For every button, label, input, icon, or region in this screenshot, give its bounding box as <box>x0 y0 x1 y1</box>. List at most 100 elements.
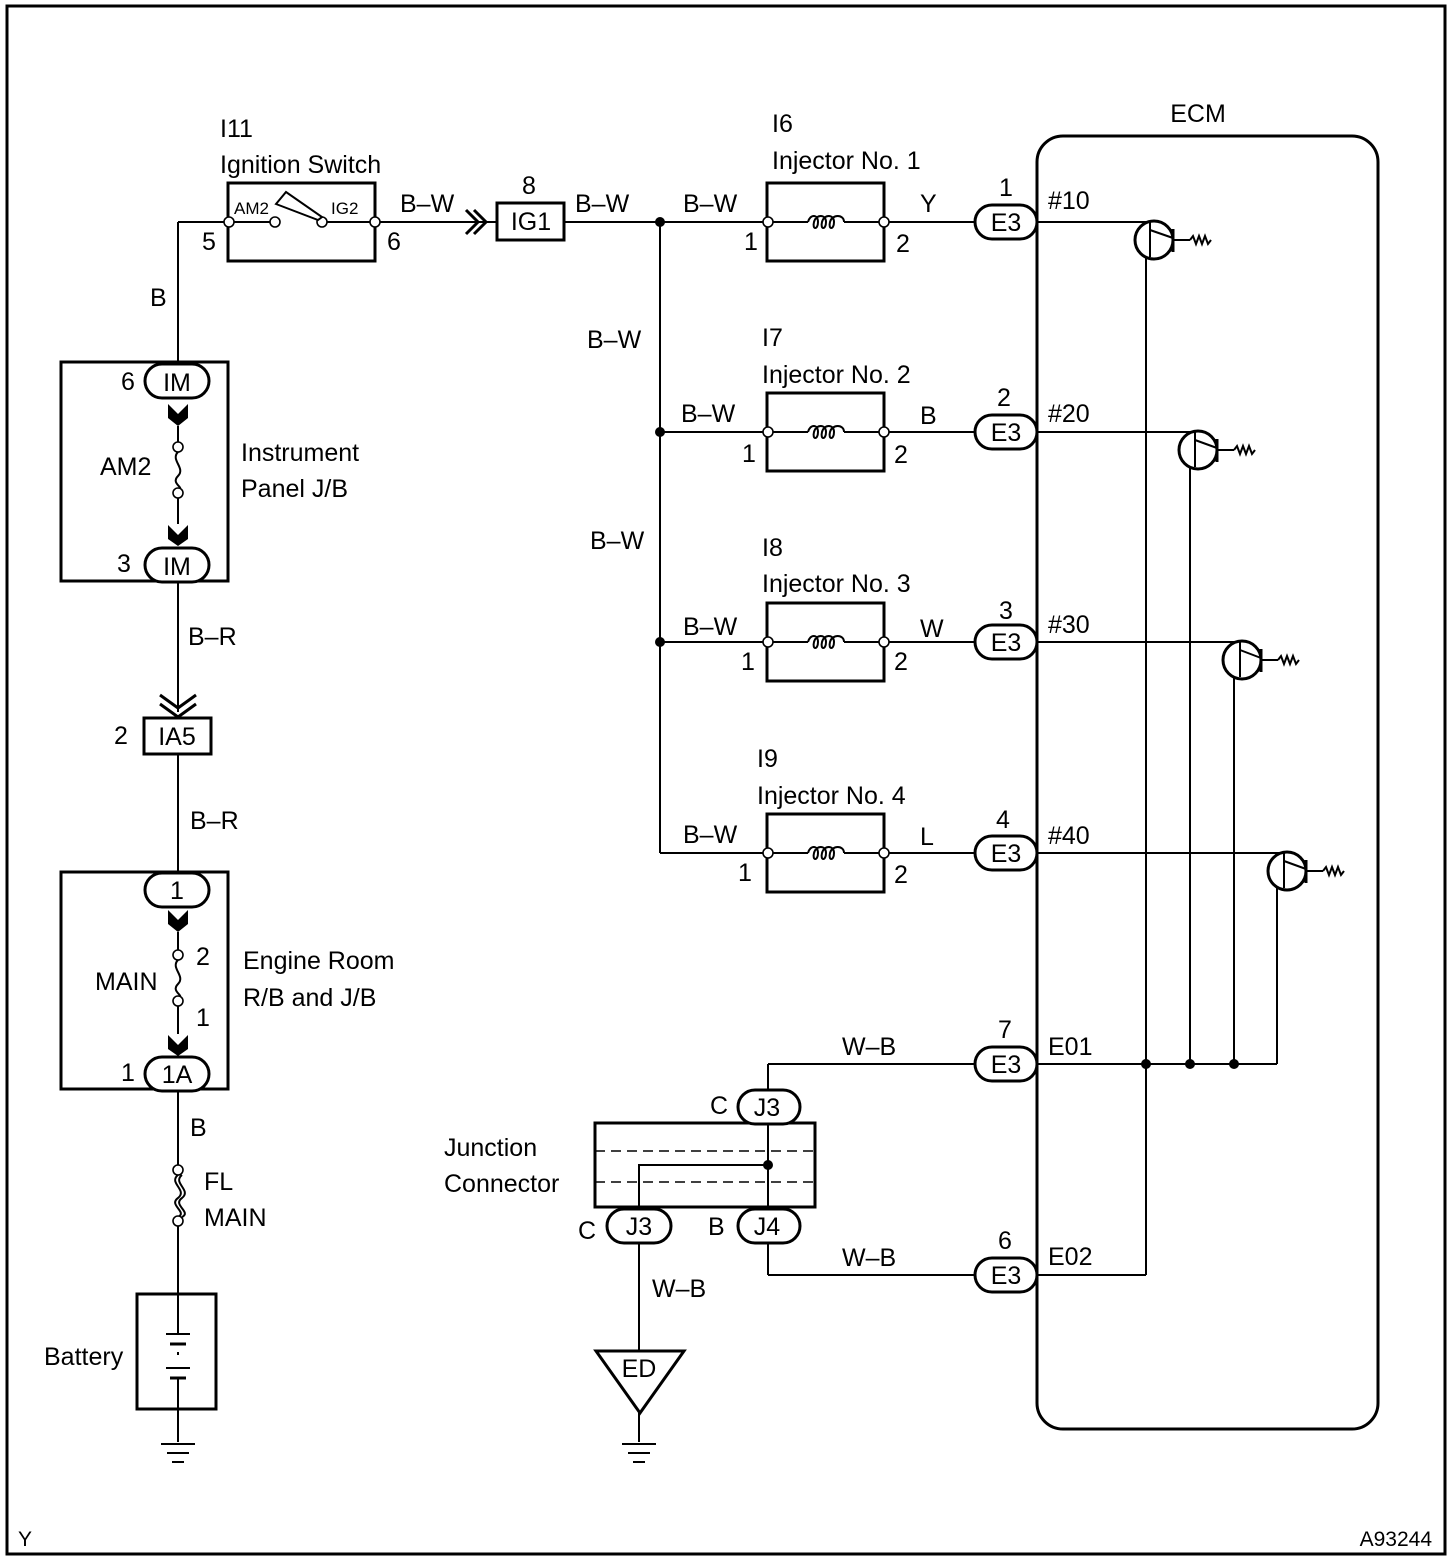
ground-icon <box>161 1443 195 1463</box>
connector-j3-top-pin: C <box>710 1092 728 1120</box>
injector-1-wire-out: Y <box>920 190 937 218</box>
injector-2 <box>762 391 890 473</box>
solenoid-coil-icon <box>807 846 845 860</box>
wire-color-b-top: B <box>150 284 167 312</box>
connector-im-top-pin: 6 <box>121 368 135 396</box>
ground-point-ed <box>593 1349 687 1416</box>
connector-1a-label: 1A <box>162 1061 193 1089</box>
engine-room-rb-name-1: Engine Room <box>243 947 394 975</box>
e3-connector-e01-pin: 7 <box>998 1016 1012 1044</box>
e3-connector-40-pin: 4 <box>996 806 1010 834</box>
injector-3-code: I8 <box>762 534 783 562</box>
ecm-terminal-30: #30 <box>1048 611 1090 639</box>
e3-connector-10-label: E3 <box>991 209 1022 237</box>
solenoid-coil-icon <box>807 215 845 229</box>
junction-connector <box>593 1121 817 1209</box>
e3-connector-e02-label: E3 <box>991 1262 1022 1290</box>
ecm-internal-wiring <box>1037 221 1284 1276</box>
ecm-terminal-40: #40 <box>1048 822 1090 850</box>
ignition-contact-am2: AM2 <box>234 199 269 218</box>
injector-4 <box>762 812 890 894</box>
injector-1-code: I6 <box>772 110 793 138</box>
injector-4-name: Injector No. 4 <box>757 782 906 810</box>
e3-connector-10-pin: 1 <box>999 174 1013 202</box>
plug-arrow-icon <box>464 208 489 236</box>
junction-connector-name-1: Junction <box>444 1134 537 1162</box>
connector-j3-bottom-label: J3 <box>626 1213 652 1241</box>
ground-return-wiring <box>638 1063 975 1442</box>
connector-ig1-pin: 8 <box>522 172 536 200</box>
connector-j4-pin: B <box>708 1213 725 1241</box>
bw-bus-wiring <box>655 217 767 854</box>
ecm-box <box>1035 134 1380 1431</box>
connector-1-top <box>143 871 211 909</box>
ecm-terminal-e01: E01 <box>1048 1033 1092 1061</box>
engine-room-rb-name-2: R/B and J/B <box>243 984 376 1012</box>
connector-1a <box>143 1055 211 1093</box>
e3-connector-20-pin: 2 <box>997 384 1011 412</box>
e3-connector-30-label: E3 <box>991 629 1022 657</box>
connector-im-bottom-label: IM <box>163 553 191 581</box>
power-feed-wiring <box>177 221 229 1442</box>
injector-1-name: Injector No. 1 <box>772 147 921 175</box>
injector-2-pin1: 1 <box>742 440 756 468</box>
ignition-contact-ig2: IG2 <box>331 199 358 218</box>
connector-j4 <box>736 1207 802 1245</box>
instrument-panel-jb <box>59 360 230 583</box>
injector-2-pin2: 2 <box>894 441 908 469</box>
ignition-pin-in: 5 <box>202 228 216 256</box>
wire-color-br-lower: B–R <box>190 807 239 835</box>
corner-mark: Y <box>18 1528 32 1551</box>
transistor-icon <box>1266 850 1345 892</box>
figure-code: A93244 <box>1360 1528 1433 1551</box>
fusible-link-label-2: MAIN <box>204 1204 267 1232</box>
instrument-panel-jb-name-1: Instrument <box>241 439 359 467</box>
connector-j3-bottom <box>605 1207 673 1245</box>
am2-fuse-label: AM2 <box>100 453 151 481</box>
e3-connector-40-label: E3 <box>991 840 1022 868</box>
injector-3-wire-out: W <box>920 615 944 643</box>
solenoid-coil-icon <box>807 635 845 649</box>
injector-2-wire-out: B <box>920 402 937 430</box>
connector-ia5-pin: 2 <box>114 722 128 750</box>
wire-color-bw-ig1: B–W <box>575 190 630 218</box>
ecm-terminal-20: #20 <box>1048 400 1090 428</box>
connector-j4-label: J4 <box>754 1213 781 1241</box>
injector-4-pin1: 1 <box>738 859 752 887</box>
solenoid-coil-icon <box>807 425 845 439</box>
injector-4-pin2: 2 <box>894 861 908 889</box>
instrument-panel-jb-name-2: Panel J/B <box>241 475 348 503</box>
ignition-switch-name: Ignition Switch <box>220 151 381 179</box>
transistor-icon <box>1221 639 1300 681</box>
wire-color-wb-e02: W–B <box>842 1244 896 1272</box>
e3-connector-e01-label: E3 <box>991 1051 1022 1079</box>
diagram-frame <box>5 4 1447 1556</box>
engine-room-rb-jb <box>59 870 230 1091</box>
ignition-pin-out: 6 <box>387 228 401 256</box>
injector-3-wire-in: B–W <box>683 613 738 641</box>
main-fuse-pin-2: 2 <box>196 943 210 971</box>
injector-1-wire-in: B–W <box>683 190 738 218</box>
connector-j3-top-label: J3 <box>754 1094 780 1122</box>
wire-color-bw-bus-2: B–W <box>590 527 645 555</box>
connector-ig1-label: IG1 <box>511 208 551 236</box>
connector-im-top <box>143 362 211 400</box>
injector-4-wire-in: B–W <box>683 821 738 849</box>
wire-color-bw-ig2: B–W <box>400 190 455 218</box>
injector-4-wire-out: L <box>920 823 934 851</box>
battery-label: Battery <box>44 1343 124 1371</box>
injector-2-name: Injector No. 2 <box>762 361 911 389</box>
e3-connector-20-label: E3 <box>991 419 1022 447</box>
injector-3-pin2: 2 <box>894 648 908 676</box>
wire-color-wb-ground: W–B <box>652 1275 706 1303</box>
injector-1-pin2: 2 <box>896 230 910 258</box>
junction-connector-name-2: Connector <box>444 1170 559 1198</box>
wire-color-wb-e01: W–B <box>842 1033 896 1061</box>
connector-ia5 <box>142 716 213 756</box>
injector-1-pin1: 1 <box>744 228 758 256</box>
ground-point-ed-label: ED <box>622 1355 657 1383</box>
wire-color-b-bottom: B <box>190 1114 207 1142</box>
wire-color-br-upper: B–R <box>188 623 237 651</box>
injector-2-wire-in: B–W <box>681 400 736 428</box>
connector-1a-pin: 1 <box>121 1059 135 1087</box>
